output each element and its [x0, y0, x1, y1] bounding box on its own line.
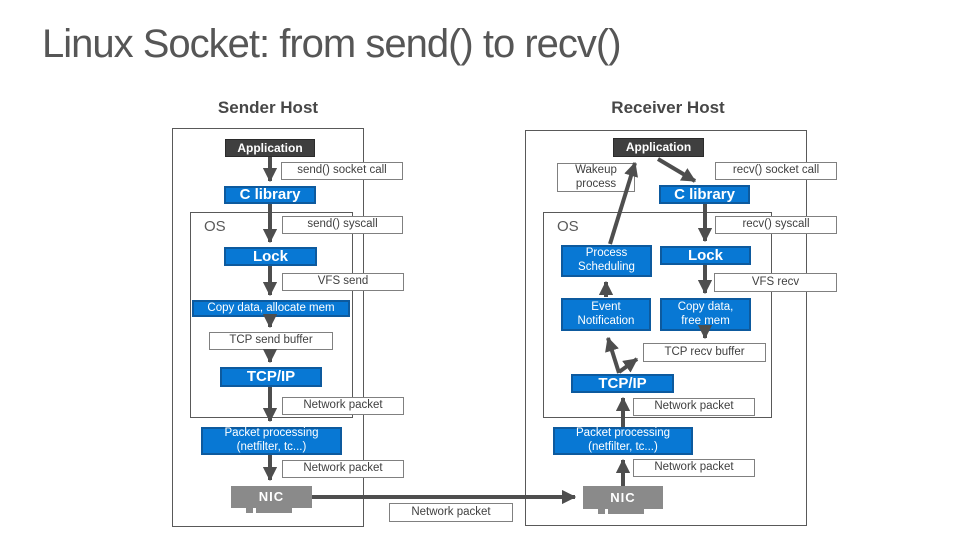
receiver-network-packet-label-1: Network packet [633, 398, 755, 416]
receiver-network-packet-label-2: Network packet [633, 459, 755, 477]
wire-network-packet-label: Network packet [389, 503, 513, 522]
receiver-lock-box: Lock [660, 246, 751, 265]
receiver-application-box: Application [613, 138, 704, 157]
sender-c-library-box: C library [224, 186, 316, 204]
receiver-event-notification-box: Event Notification [561, 298, 651, 331]
sender-tcp-send-buffer-box: TCP send buffer [209, 332, 333, 350]
sender-copy-data-box: Copy data, allocate mem [192, 300, 350, 317]
sender-tcp-ip-box: TCP/IP [220, 367, 322, 387]
receiver-process-scheduling-box: Process Scheduling [561, 245, 652, 277]
receiver-c-library-box: C library [659, 185, 750, 204]
sender-nic-box: NIC [231, 486, 312, 513]
receiver-recv-socket-call-label: recv() socket call [715, 162, 837, 180]
sender-network-packet-label-2: Network packet [282, 460, 404, 478]
sender-host-label: Sender Host [217, 98, 319, 117]
receiver-tcp-recv-buffer-box: TCP recv buffer [643, 343, 766, 362]
sender-network-packet-label-1: Network packet [282, 397, 404, 415]
receiver-tcp-ip-box: TCP/IP [571, 374, 674, 393]
receiver-nic-box: NIC [583, 486, 663, 514]
receiver-host-label: Receiver Host [611, 98, 725, 117]
sender-send-socket-call-label: send() socket call [281, 162, 403, 180]
receiver-packet-processing-box: Packet processing (netfilter, tc...) [553, 427, 693, 455]
sender-os-label: OS [204, 218, 226, 235]
receiver-os-label: OS [557, 218, 579, 235]
sender-send-syscall-label: send() syscall [282, 216, 403, 234]
receiver-wakeup-process-label: Wakeup process [557, 163, 635, 192]
sender-packet-processing-box: Packet processing (netfilter, tc...) [201, 427, 342, 455]
receiver-recv-syscall-label: recv() syscall [715, 216, 837, 234]
sender-vfs-send-label: VFS send [282, 273, 404, 291]
slide-title: Linux Socket: from send() to recv() [42, 22, 622, 66]
sender-application-box: Application [225, 139, 315, 157]
receiver-vfs-recv-label: VFS recv [714, 273, 837, 292]
receiver-copy-data-box: Copy data, free mem [660, 298, 751, 331]
sender-lock-box: Lock [224, 247, 317, 266]
